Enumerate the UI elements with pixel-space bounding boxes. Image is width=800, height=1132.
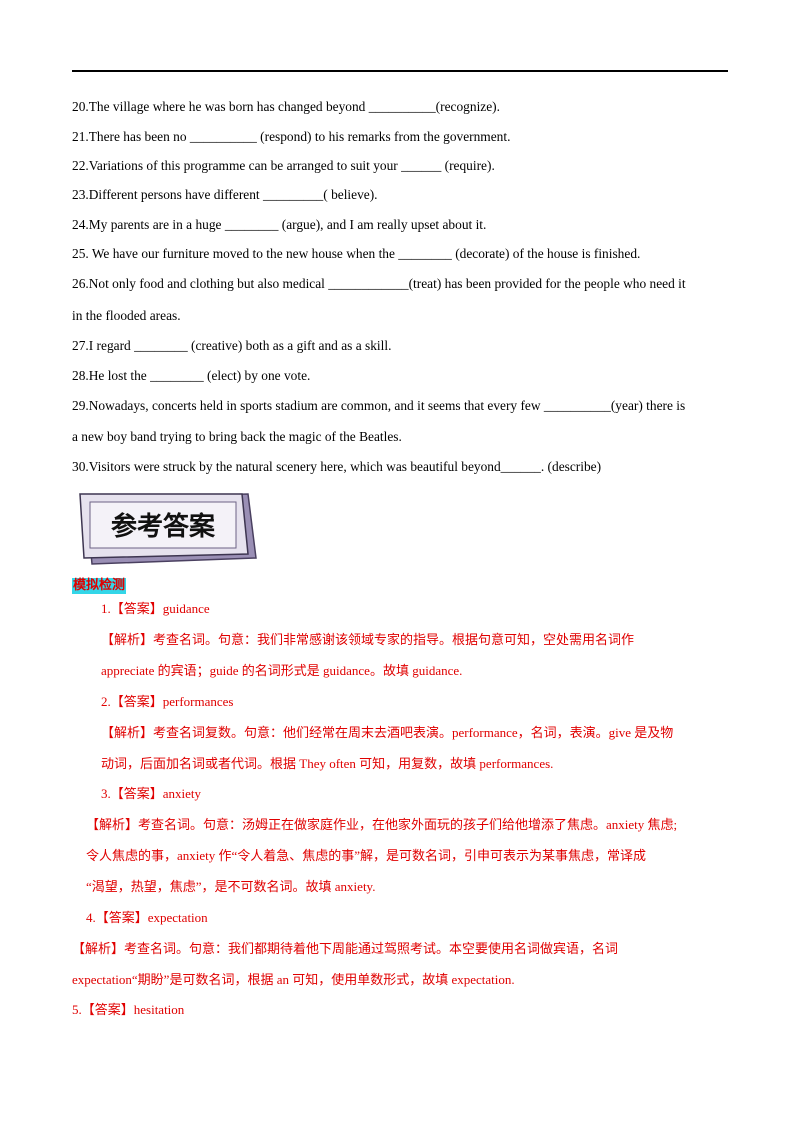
question-29-cont: a new boy band trying to bring back the … (72, 429, 402, 444)
answer-4: 4.【答案】expectation (86, 910, 208, 925)
section-tag: 模拟检测 (72, 578, 127, 594)
analysis-2: 【解析】考查名词复数。句意：他们经常在周末去酒吧表演。performance，名… (101, 725, 674, 740)
question-23: 23.Different persons have different ____… (72, 187, 378, 202)
answer-1: 1.【答案】guidance (101, 601, 210, 616)
answer-key-banner: 参考答案 (79, 493, 257, 565)
question-28: 28.He lost the ________ (elect) by one v… (72, 368, 311, 383)
banner-title: 参考答案 (111, 511, 216, 542)
question-26-cont: in the flooded areas. (72, 308, 181, 323)
banner-inner-frame (89, 501, 237, 549)
question-25: 25. We have our furniture moved to the n… (72, 246, 641, 261)
question-20: 20.The village where he was born has cha… (72, 99, 500, 114)
question-27: 27.I regard ________ (creative) both as … (72, 338, 392, 353)
question-22: 22.Variations of this programme can be a… (72, 158, 495, 173)
analysis-1: 【解析】考查名词。句意：我们非常感谢该领域专家的指导。根据句意可知，空处需用名词… (101, 632, 635, 647)
analysis-3-cont2: “渴望，热望，焦虑”，是不可数名词。故填 anxiety. (86, 879, 376, 894)
question-26: 26.Not only food and clothing but also m… (72, 276, 686, 291)
answer-3: 3.【答案】anxiety (101, 786, 202, 801)
question-30: 30.Visitors were struck by the natural s… (72, 459, 602, 474)
question-21: 21.There has been no __________ (respond… (72, 129, 511, 144)
header-rule (72, 70, 728, 72)
analysis-3-cont: 令人焦虑的事，anxiety 作“令人着急、焦虑的事”解，是可数名词，引申可表示… (86, 848, 647, 863)
analysis-4: 【解析】考查名词。句意：我们都期待着他下周能通过驾照考试。本空要使用名词做宾语，… (72, 941, 619, 956)
answer-2: 2.【答案】performances (101, 694, 234, 709)
answer-5: 5.【答案】hesitation (72, 1002, 185, 1017)
analysis-1-cont: appreciate 的宾语；guide 的名词形式是 guidance。故填 … (101, 663, 463, 678)
question-24: 24.My parents are in a huge ________ (ar… (72, 217, 487, 232)
question-29: 29.Nowadays, concerts held in sports sta… (72, 398, 686, 413)
analysis-3: 【解析】考查名词。句意：汤姆正在做家庭作业，在他家外面玩的孩子们给他增添了焦虑。… (86, 817, 678, 832)
analysis-4-cont: expectation“期盼”是可数名词，根据 an 可知，使用单数形式，故填 … (72, 972, 515, 987)
analysis-2-cont: 动词，后面加名词或者代词。根据 They often 可知，用复数，故填 per… (101, 756, 554, 771)
